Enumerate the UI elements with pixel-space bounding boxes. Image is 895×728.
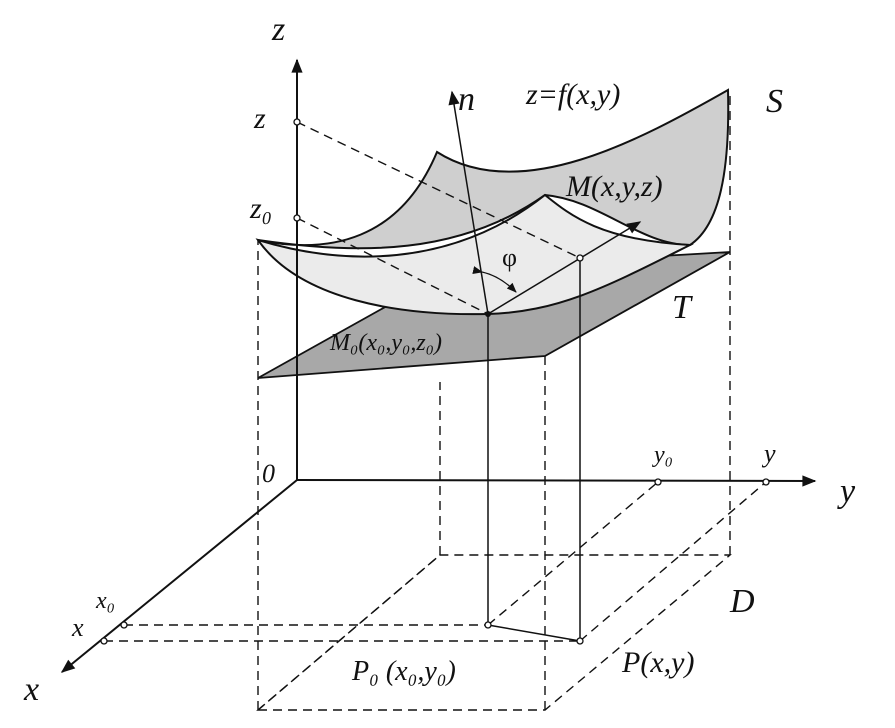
point-p-label: P(x,y) — [621, 646, 694, 679]
y-axis-label: y — [837, 473, 856, 510]
points — [100, 118, 770, 645]
domain-box — [256, 90, 732, 711]
plane-label: T — [672, 289, 693, 326]
x-axis-line — [60, 479, 298, 673]
n-vector-label: n — [458, 81, 475, 118]
x-axis-label: x — [23, 671, 39, 708]
vertical-lines — [487, 258, 581, 642]
y-axis-line — [296, 475, 817, 487]
z-axis-label: z — [271, 11, 285, 48]
angle-arc — [472, 266, 517, 293]
projection-lines — [104, 121, 767, 642]
surface-label: S — [766, 83, 783, 120]
domain-label: D — [729, 583, 755, 620]
y0-tick-label: y₀ — [652, 442, 673, 468]
point-m-label: M(x,y,z) — [565, 170, 663, 203]
direction-vector — [487, 221, 642, 315]
y-tick-label: y — [761, 439, 776, 468]
x-tick-label: x — [71, 613, 84, 642]
surface-front — [255, 193, 694, 316]
x0-tick-label: x₀ — [95, 588, 115, 614]
surface-equation: z=f(x,y) — [525, 78, 620, 111]
z0-tick-label: z₀ — [249, 192, 272, 225]
origin-label: 0 — [262, 459, 275, 488]
z-tick-label: z — [253, 102, 266, 135]
angle-label: φ — [502, 243, 517, 272]
point-p0-label: P₀ (x₀,y₀) — [351, 656, 456, 687]
point-m0-label: M₀(x₀,y₀,z₀) — [329, 330, 442, 356]
